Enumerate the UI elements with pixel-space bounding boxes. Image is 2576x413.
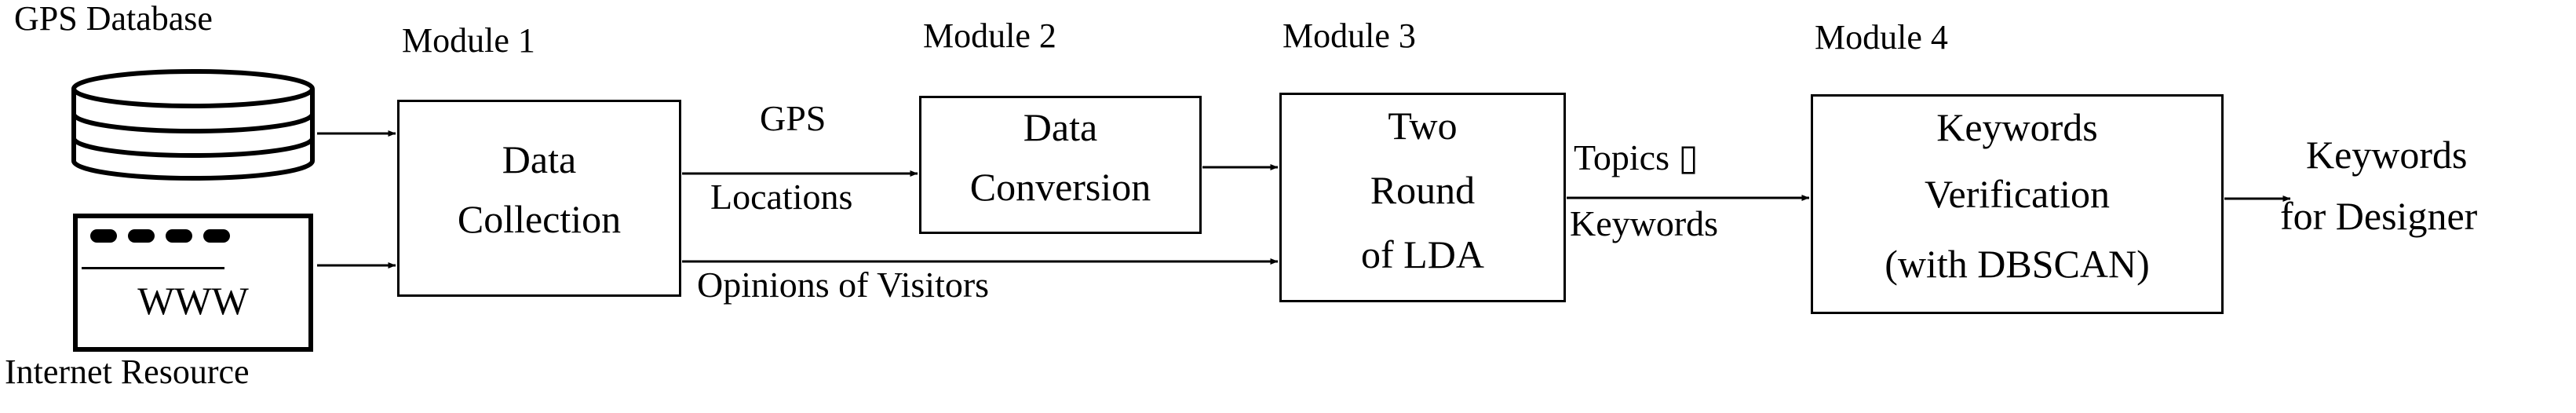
module-4-box: Keywords Verification (with DBSCAN) (1811, 94, 2224, 314)
www-label: WWW (137, 279, 249, 323)
www-dash-3 (166, 229, 192, 243)
output-line-1: Keywords (2306, 133, 2468, 177)
module-2-caption: Module 2 (923, 16, 1056, 55)
www-window: WWW (73, 214, 313, 352)
module-3-line-2: Round (1370, 168, 1476, 212)
module-1-line-1: Data (502, 137, 577, 181)
edge-label-keywords: Keywords (1570, 203, 1719, 243)
module-4-caption: Module 4 (1815, 18, 1948, 57)
gps-database-caption: GPS Database (14, 0, 213, 38)
module-4-line-1: Keywords (1936, 105, 2098, 149)
edge-label-opinions-of-visitors: Opinions of Visitors (697, 265, 990, 305)
module-4-line-3: (with DBSCAN) (1885, 242, 2150, 286)
module-2-box: Data Conversion (919, 96, 1202, 234)
output-line-2: for Designer (2280, 194, 2478, 238)
module-1-box: Data Collection (397, 100, 681, 297)
module-1-caption: Module 1 (402, 21, 535, 60)
module-3-line-3: of LDA (1361, 232, 1484, 276)
gps-database-cylinder (71, 69, 315, 181)
www-dash-2 (128, 229, 155, 243)
module-2-line-1: Data (1023, 105, 1098, 149)
edge-label-gps: GPS (760, 98, 826, 138)
www-titlebar-dashes (90, 229, 230, 243)
module-3-line-1: Two (1388, 104, 1458, 148)
internet-resource-caption: Internet Resource (5, 353, 250, 391)
www-dash-4 (203, 229, 230, 243)
edge-label-locations: Locations (710, 177, 853, 217)
module-4-line-2: Verification (1924, 172, 2110, 216)
www-titlebar-rule (82, 267, 224, 269)
www-dash-1 (90, 229, 117, 243)
module-3-box: Two Round of LDA (1279, 93, 1566, 302)
module-1-line-2: Collection (457, 197, 622, 241)
module-2-line-2: Conversion (969, 165, 1151, 209)
module-3-caption: Module 3 (1283, 16, 1416, 55)
edge-label-topics: Topics ▯ (1574, 137, 1698, 177)
